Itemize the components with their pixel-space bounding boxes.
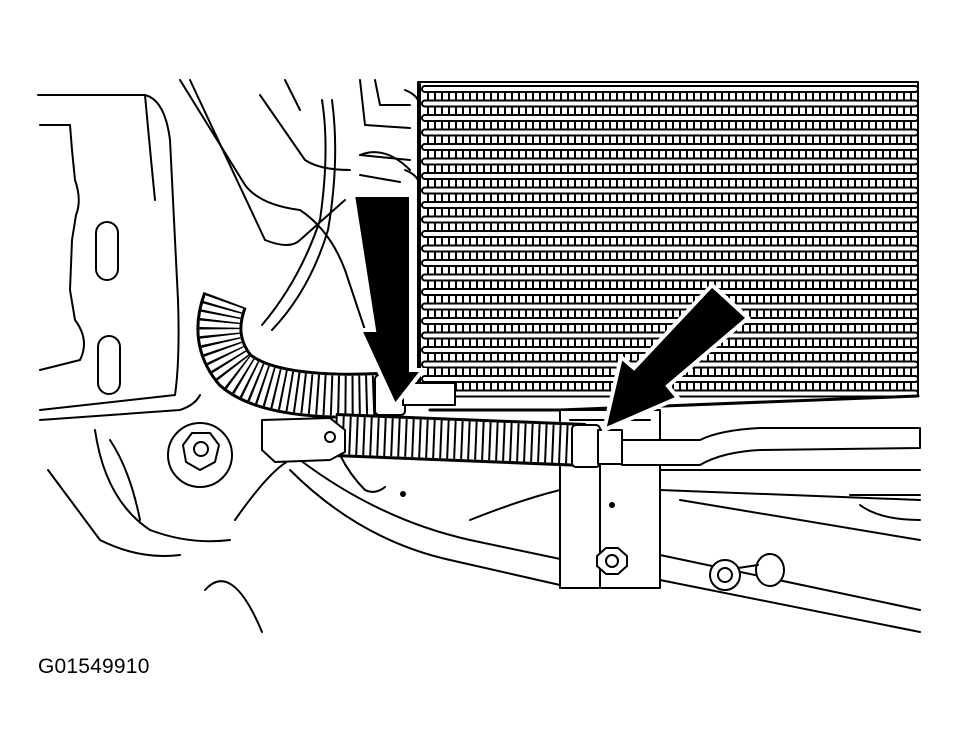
slot-lower <box>97 335 121 395</box>
condenser-tube <box>421 143 919 151</box>
bracket-bolt <box>596 547 628 575</box>
wiring <box>261 99 411 331</box>
condenser-tube <box>421 172 919 180</box>
callout-arrows <box>350 193 752 434</box>
condenser-fins <box>427 86 912 392</box>
slot-upper <box>95 221 119 281</box>
condenser-tube <box>421 85 919 93</box>
lower-fitting <box>597 429 623 465</box>
condenser-tube <box>421 157 919 166</box>
condenser-tube <box>421 288 919 296</box>
hose-fittings <box>261 374 921 497</box>
arrow-upper-clamp <box>350 193 428 410</box>
condenser-tube <box>421 215 919 224</box>
condenser-tube <box>421 128 919 137</box>
condenser-tube <box>421 302 919 311</box>
figure-code: G01549910 <box>38 655 150 678</box>
condenser-tube <box>421 186 919 195</box>
stud-bolt <box>709 553 785 591</box>
outlet-pipe <box>621 427 921 466</box>
condenser-tube <box>421 114 919 122</box>
body-structure-lines <box>47 79 921 633</box>
lower-clamp <box>571 424 601 468</box>
condenser-tube <box>421 259 919 267</box>
condenser-tube <box>421 244 919 253</box>
bracket-hole <box>609 502 615 508</box>
condenser-tube <box>421 230 919 238</box>
hose-bracket <box>261 417 346 463</box>
lower-hose <box>334 413 586 467</box>
arrow-lower-fitting <box>601 282 752 434</box>
condenser-tube <box>421 99 919 108</box>
left-bracket <box>37 94 201 421</box>
condenser-tube <box>421 273 919 282</box>
condenser-tube <box>421 317 919 325</box>
left-bolt <box>167 422 233 488</box>
upper-hose <box>196 291 382 419</box>
condenser-tube <box>421 201 919 209</box>
